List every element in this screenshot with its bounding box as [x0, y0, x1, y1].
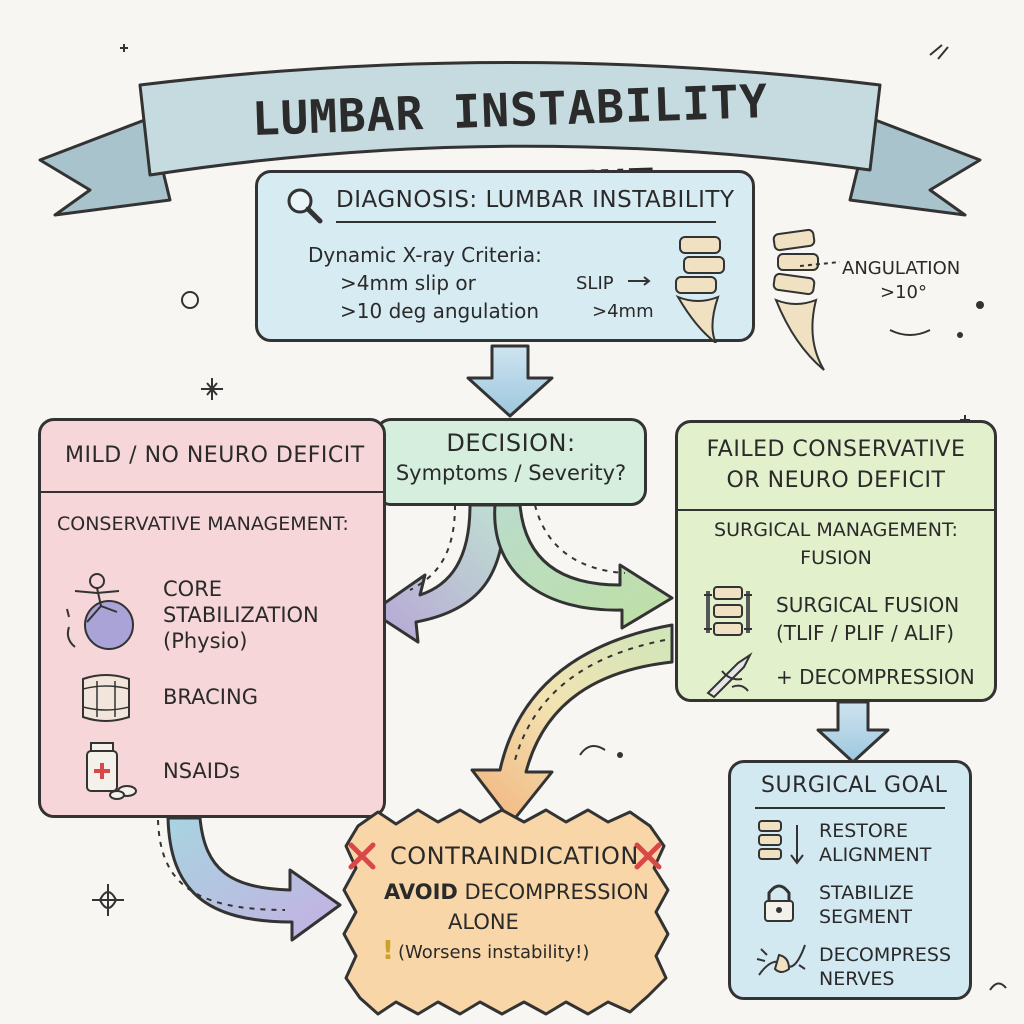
surgical-header-line2: OR NEURO DEFICIT: [726, 468, 946, 493]
vertebra-angulation-icon: [772, 228, 840, 371]
medication-icon: [86, 742, 137, 800]
surgical-box: FAILED CONSERVATIVE OR NEURO DEFICIT SUR…: [675, 420, 997, 702]
arrow-diagnosis-to-decision: [466, 344, 554, 418]
surgical-subheader-line2: FUSION: [800, 547, 872, 569]
restore-alignment-line1: RESTORE: [819, 820, 909, 842]
surgical-goal-box: SURGICAL GOAL RESTORE ALIGNMENT STABILIZ…: [728, 760, 972, 1000]
spinal-fusion-icon: [704, 586, 752, 636]
contraindication-header: CONTRAINDICATION: [390, 842, 639, 870]
decompression-label: + DECOMPRESSION: [776, 665, 975, 689]
nsaids-label: NSAIDs: [163, 759, 241, 783]
arrow-decision-to-surgical: [493, 503, 674, 630]
decompress-nerves-line1: DECOMPRESS: [819, 944, 952, 966]
angulation-label: ANGULATION: [842, 258, 961, 279]
decompression-warning: DECOMPRESSION: [464, 880, 649, 904]
padlock-icon: [764, 884, 794, 922]
alone-label: ALONE: [448, 910, 519, 934]
nerve-icon: [756, 944, 806, 976]
red-x-icon-left: [348, 842, 376, 870]
diagnosis-box: DIAGNOSIS: LUMBAR INSTABILITY Dynamic X-…: [255, 170, 755, 343]
decision-question: Symptoms / Severity?: [395, 461, 627, 485]
conservative-subheader: CONSERVATIVE MANAGEMENT:: [57, 513, 349, 535]
stabilize-segment-line2: SEGMENT: [819, 906, 913, 928]
criteria-slip: >4mm slip or: [340, 271, 476, 295]
surgical-fusion-line2: (TLIF / PLIF / ALIF): [776, 621, 955, 645]
brace-icon: [82, 674, 130, 722]
core-stabilization-line2: STABILIZATION: [163, 603, 319, 627]
conservative-box: MILD / NO NEURO DEFICIT CONSERVATIVE MAN…: [38, 418, 386, 818]
warning-exclaim-icon: !: [382, 936, 394, 966]
worsens-instability-note: (Worsens instability!): [398, 942, 590, 963]
arrow-decision-to-conservative: [370, 503, 507, 644]
decision-box: DECISION: Symptoms / Severity?: [375, 418, 647, 506]
ribbon-main: [138, 61, 882, 177]
vertebra-slip-icon: [628, 236, 725, 343]
core-stabilization-line3: (Physio): [163, 629, 248, 653]
slip-label: SLIP: [576, 273, 614, 294]
surgical-fusion-line1: SURGICAL FUSION: [776, 593, 960, 617]
ribbon-right-tail: [848, 116, 982, 217]
surgical-subheader-line1: SURGICAL MANAGEMENT:: [714, 519, 958, 541]
contraindication-burst: [342, 808, 670, 1016]
arrow-conservative-to-contraindication: [166, 816, 342, 942]
decompress-nerves-line2: NERVES: [819, 968, 895, 990]
decision-title: DECISION:: [446, 429, 576, 457]
ribbon-left-tail: [38, 116, 172, 217]
magnifier-icon: [287, 188, 323, 224]
arrow-surgical-to-contraindication: [470, 623, 674, 824]
avoid-label: AVOID: [384, 880, 458, 904]
surgical-header-line1: FAILED CONSERVATIVE: [706, 437, 966, 462]
criteria-label: Dynamic X-ray Criteria:: [308, 243, 542, 267]
core-stabilization-line1: CORE: [163, 577, 223, 601]
restore-alignment-line2: ALIGNMENT: [819, 844, 932, 866]
criteria-angulation: >10 deg angulation: [340, 299, 540, 323]
diagnosis-heading: DIAGNOSIS: LUMBAR INSTABILITY: [336, 187, 735, 213]
bracing-label: BRACING: [163, 685, 258, 709]
conservative-header: MILD / NO NEURO DEFICIT: [65, 443, 365, 468]
stabilize-segment-line1: STABILIZE: [819, 882, 915, 904]
slip-value: >4mm: [592, 301, 654, 322]
arrow-surgical-to-goal: [816, 700, 890, 764]
exercise-ball-icon: [66, 573, 134, 650]
angulation-value: >10°: [880, 282, 927, 303]
red-x-icon-right: [634, 842, 662, 870]
surgical-goal-header: SURGICAL GOAL: [761, 773, 948, 798]
scalpel-icon: [706, 652, 753, 699]
spine-alignment-icon: [758, 820, 804, 865]
